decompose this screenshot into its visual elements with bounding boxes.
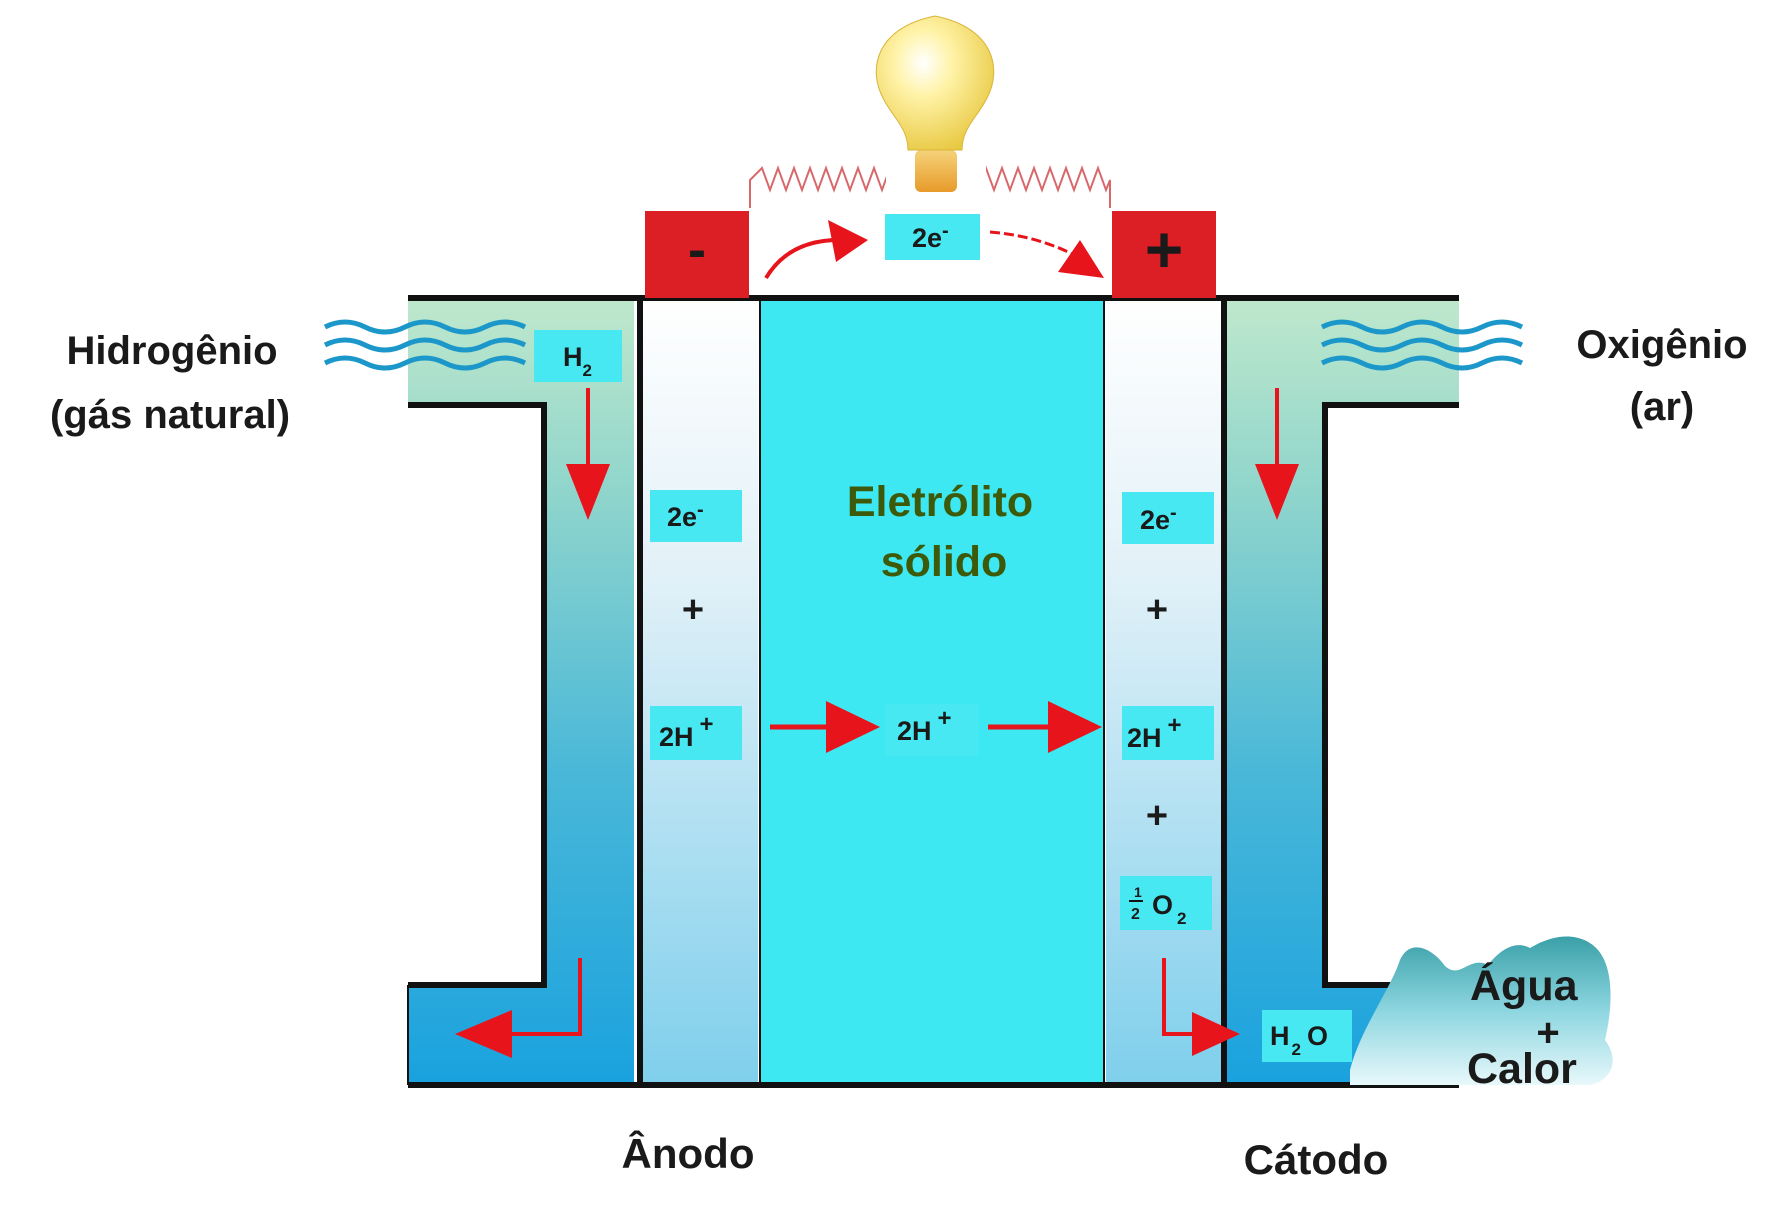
water-chip bbox=[1262, 1010, 1352, 1062]
electrolyte-label-line1: Eletrólito bbox=[847, 478, 1033, 526]
cathode-oxygen-half-den: 2 bbox=[1131, 906, 1140, 923]
light-bulb-icon bbox=[875, 15, 995, 192]
electrolyte-block bbox=[760, 298, 1104, 1083]
anode-protons-chip bbox=[650, 706, 742, 760]
water-exit-arrow bbox=[1162, 958, 1192, 1036]
cathode-plus-sign-2: + bbox=[1146, 795, 1168, 837]
cathode-protons-chip bbox=[1122, 706, 1214, 760]
electrolyte-label-line2: sólido bbox=[881, 538, 1008, 586]
oxygen-inflow-waves bbox=[1320, 319, 1524, 371]
proton-arrowhead-2 bbox=[1048, 701, 1102, 753]
top-right-electron-arrow bbox=[989, 230, 1081, 260]
water-vapor-cloud bbox=[1350, 936, 1613, 1085]
anode-electrons-chip bbox=[650, 490, 742, 542]
hydrogen-label-line2: (gás natural) bbox=[50, 393, 290, 437]
top-electrons-text: 2e- bbox=[912, 220, 949, 253]
anode-plus-sign: + bbox=[682, 589, 704, 631]
h2-inlet-chip bbox=[534, 330, 622, 382]
anode-electrode bbox=[642, 298, 758, 1083]
cell-housing bbox=[407, 295, 1459, 1088]
top-right-arrowhead bbox=[1058, 240, 1104, 278]
anode-label: Ânodo bbox=[622, 1129, 755, 1177]
positive-terminal bbox=[1112, 211, 1216, 298]
h2-inlet-text: H2 bbox=[563, 342, 592, 380]
electrolyte-protons-chip bbox=[886, 704, 978, 756]
negative-terminal-label: - bbox=[688, 220, 706, 280]
cathode-protons-text: 2H+ bbox=[1127, 712, 1182, 753]
anode-protons-text: 2H+ bbox=[659, 711, 714, 752]
water-label: Água bbox=[1470, 962, 1579, 1010]
negative-terminal bbox=[645, 211, 749, 298]
cathode-electrons-chip bbox=[1122, 492, 1214, 544]
anode-electrons-text: 2e- bbox=[667, 499, 704, 532]
oxygen-label-line1: Oxigênio bbox=[1576, 323, 1747, 367]
hydrogen-inflow-waves bbox=[323, 319, 527, 371]
oxygen-label-line2: (ar) bbox=[1630, 385, 1694, 429]
cathode-oxygen-chip bbox=[1120, 876, 1212, 930]
cathode-oxygen-half-num: 1 bbox=[1134, 884, 1142, 900]
anode-exhaust-arrowhead bbox=[455, 1010, 512, 1058]
cathode-down-arrowhead bbox=[1255, 464, 1299, 520]
water-heat-plus: + bbox=[1536, 1011, 1559, 1055]
positive-terminal-label: + bbox=[1145, 212, 1184, 286]
electrolyte-protons-text: 2H+ bbox=[897, 705, 952, 746]
cathode-plus-sign-1: + bbox=[1146, 589, 1168, 631]
anode-exhaust-arrow bbox=[505, 958, 582, 1036]
top-left-arrowhead bbox=[828, 220, 868, 262]
water-exit-arrowhead bbox=[1192, 1012, 1240, 1056]
heat-label: Calor bbox=[1467, 1045, 1577, 1093]
anode-down-arrowhead bbox=[566, 464, 610, 520]
hydrogen-label-line1: Hidrogênio bbox=[66, 329, 277, 373]
cathode-electrons-text: 2e- bbox=[1140, 502, 1177, 535]
cathode-electrode bbox=[1106, 298, 1222, 1083]
cathode-label: Cátodo bbox=[1244, 1136, 1389, 1183]
anode-gas-channel bbox=[408, 298, 634, 1083]
top-electrons-chip bbox=[885, 214, 980, 260]
proton-arrowhead-1 bbox=[826, 701, 880, 753]
